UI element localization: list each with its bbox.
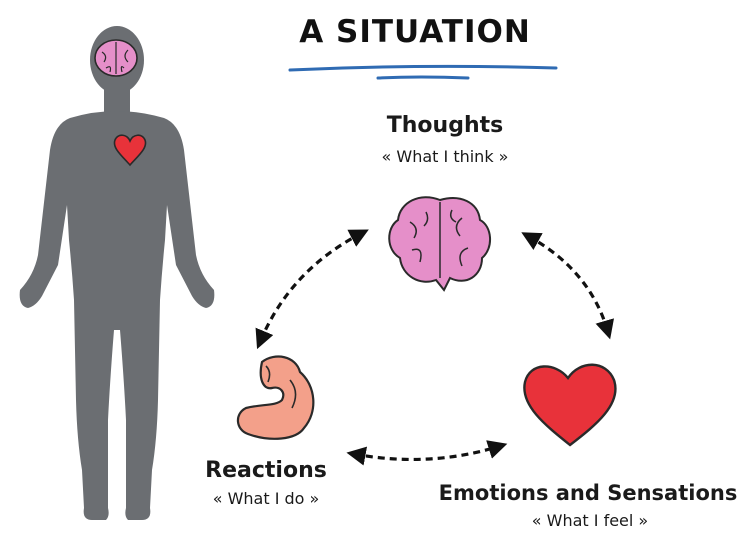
- flexed-arm-icon: [238, 357, 313, 439]
- arrow-thoughts-emotions: [528, 236, 608, 332]
- arrow-thoughts-reactions: [260, 233, 362, 342]
- title-underline: [290, 66, 556, 78]
- reactions-subtitle: « What I do »: [180, 489, 352, 508]
- reactions-title: Reactions: [180, 458, 352, 483]
- human-body-silhouette-icon: [20, 26, 215, 520]
- emotions-title: Emotions and Sensations: [434, 481, 742, 505]
- emotions-subtitle: « What I feel »: [470, 511, 710, 530]
- heart-icon: [524, 365, 615, 445]
- head-brain-icon: [95, 40, 137, 76]
- thoughts-subtitle: « What I think »: [345, 147, 545, 166]
- diagram-title: A SITUATION: [250, 14, 580, 50]
- thoughts-title: Thoughts: [345, 113, 545, 138]
- brain-icon: [389, 197, 490, 290]
- arrow-reactions-emotions: [354, 446, 500, 459]
